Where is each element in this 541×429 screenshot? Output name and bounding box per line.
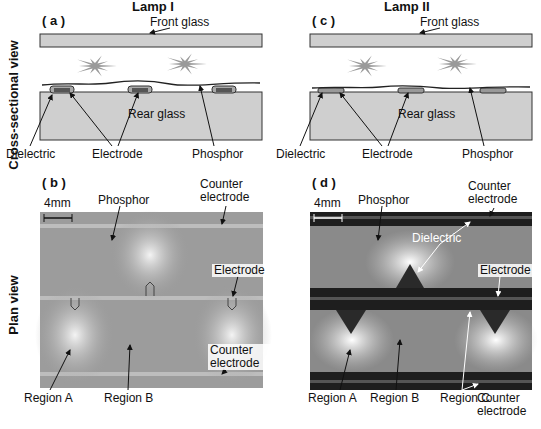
discharge-star	[167, 54, 207, 75]
callout-label: Dielectric	[6, 148, 55, 161]
callout-label: Region A	[308, 392, 357, 405]
callout-label: 4mm	[44, 197, 71, 210]
callout-label: Rear glass	[398, 108, 455, 121]
callout-label: Rear glass	[128, 108, 185, 121]
callout-label: Counter electrode	[468, 180, 532, 206]
callout-label: Lamp I	[132, 0, 174, 14]
callout-label: Region B	[370, 392, 419, 405]
callout-label: Lamp II	[384, 0, 430, 14]
callout-label: Phosphor	[462, 148, 513, 161]
callout-label: Electrode	[478, 264, 533, 277]
discharge-stars	[77, 54, 477, 77]
callout-label: Dielectric	[276, 148, 325, 161]
leader-lines	[30, 28, 494, 390]
callout-label: 4mm	[314, 197, 341, 210]
callout-label: Phosphor	[98, 194, 149, 207]
callout-label: Electrode	[92, 148, 143, 161]
discharge-star	[347, 56, 387, 77]
discharge-star	[77, 56, 117, 77]
callout-label: ( c )	[312, 14, 335, 28]
callout-label: ( a )	[42, 14, 65, 28]
callout-label: ( b )	[42, 176, 66, 190]
callout-label: ( d )	[312, 176, 336, 190]
callout-label: Front glass	[420, 16, 479, 29]
callout-label: Counter electrode	[208, 344, 274, 370]
callout-label: Electrode	[212, 264, 267, 277]
cross-section-c	[310, 34, 532, 140]
callout-label: Phosphor	[192, 148, 243, 161]
callout-label: Front glass	[150, 16, 209, 29]
callout-label: Counter electrode	[477, 392, 539, 418]
callout-label: Plan view	[7, 275, 21, 334]
callout-label: Dielectric	[412, 232, 461, 245]
callout-label: Electrode	[362, 148, 413, 161]
discharge-star	[437, 54, 477, 75]
callout-label: Phosphor	[358, 194, 409, 207]
callout-label: Region B	[104, 392, 153, 405]
leader-lines-white	[418, 222, 500, 390]
plan-view-d	[310, 212, 538, 390]
cross-section-a	[40, 34, 262, 140]
callout-label: Counter electrode	[200, 178, 262, 204]
callout-label: Region A	[24, 392, 73, 405]
